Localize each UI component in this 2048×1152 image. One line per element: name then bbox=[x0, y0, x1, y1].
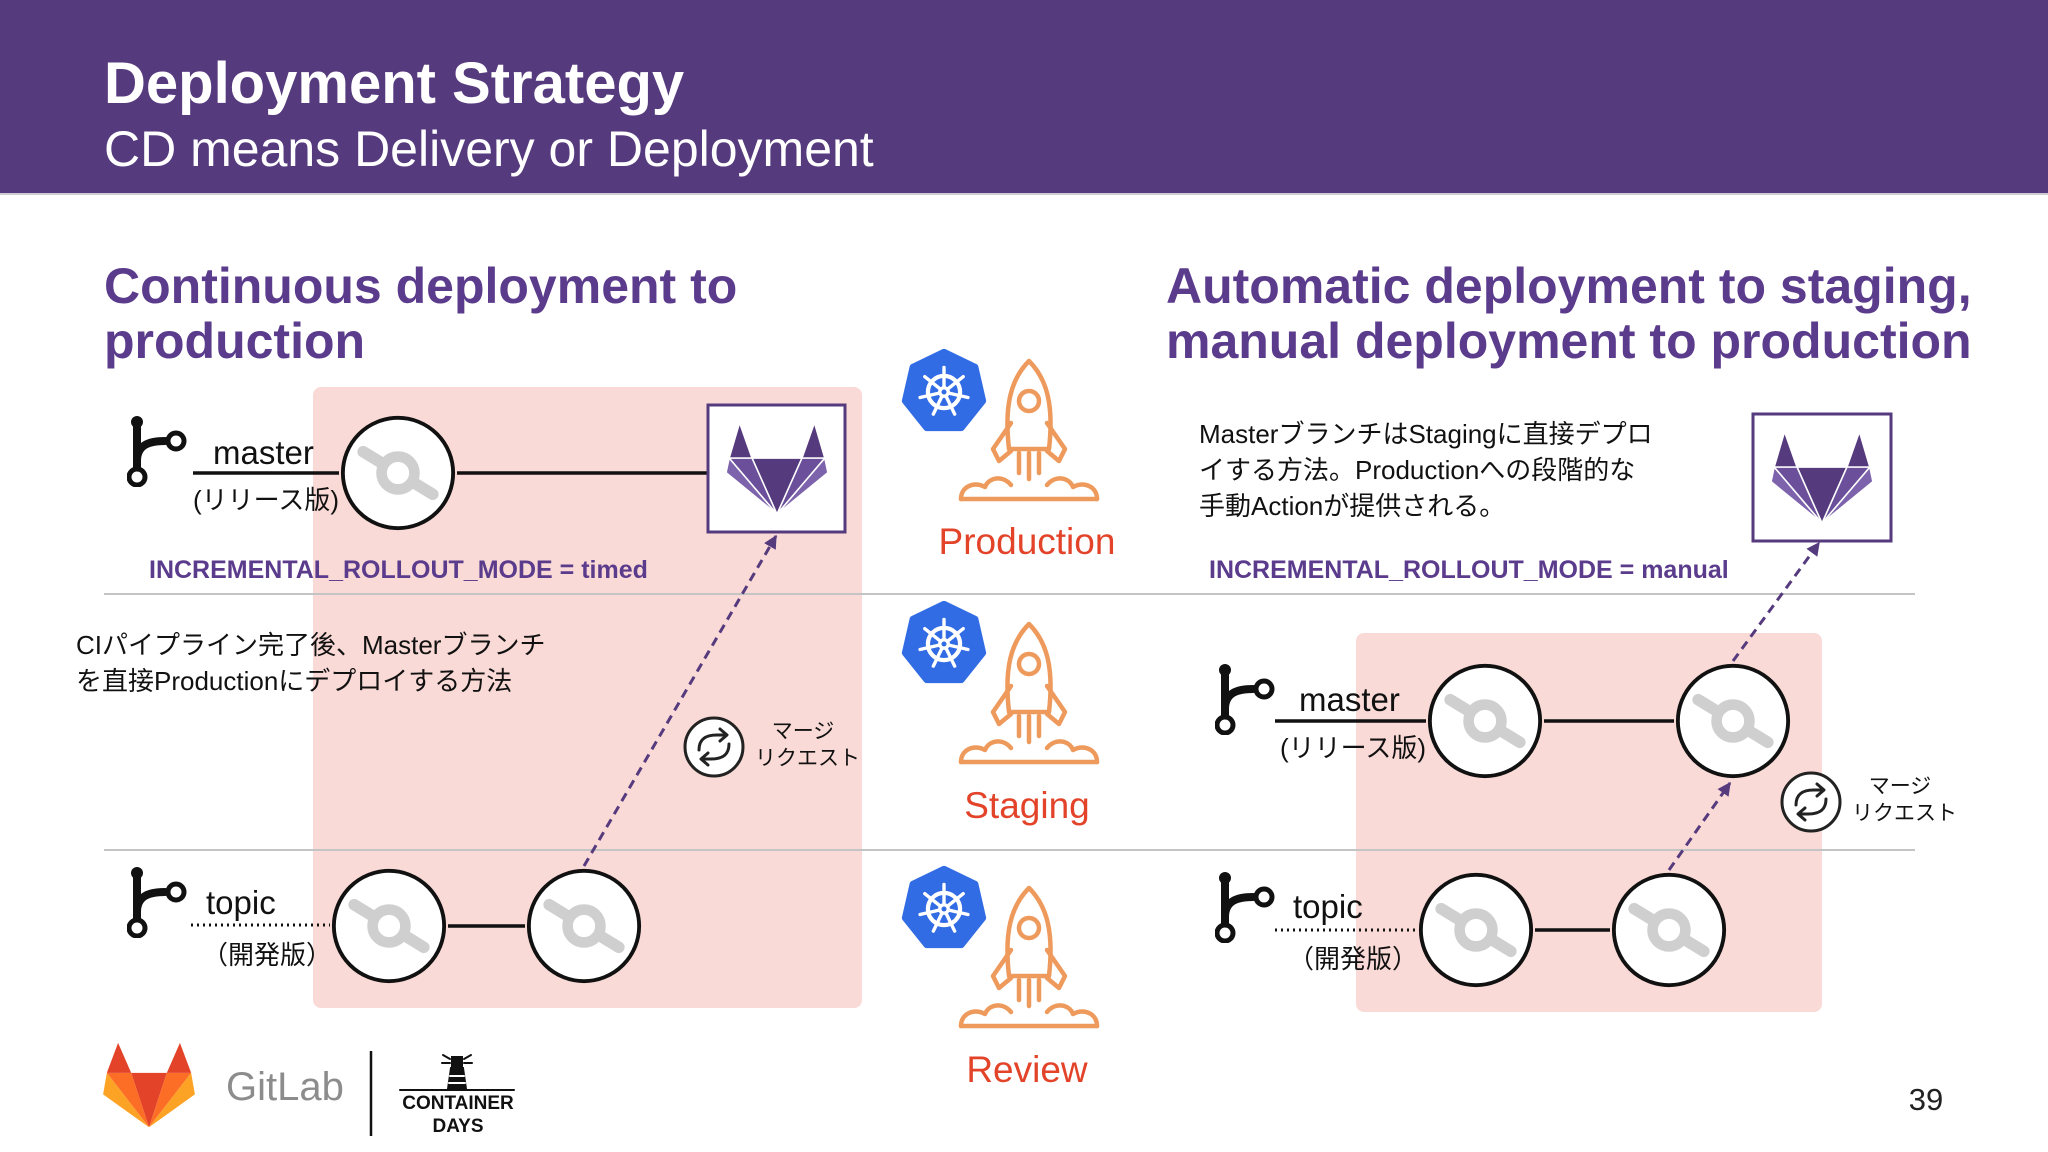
left-heading-line: Continuous deployment to bbox=[104, 258, 738, 314]
environment-label-review: Review bbox=[966, 1049, 1088, 1090]
kubernetes-icon bbox=[905, 604, 983, 680]
merge-request-label-line: リクエスト bbox=[755, 747, 860, 770]
git-branch-icon bbox=[129, 867, 184, 936]
commit-icon bbox=[343, 418, 453, 528]
right-merge-arrow bbox=[1667, 781, 1732, 871]
right-description-line: MasterブランチはStagingに直接デプロ bbox=[1199, 419, 1653, 449]
kubernetes-icon bbox=[905, 352, 983, 428]
left-heading-line: production bbox=[104, 313, 366, 369]
right-manual-deploy-arrow bbox=[1731, 541, 1821, 662]
left-master-sublabel: (リリース版) bbox=[193, 485, 340, 515]
lighthouse-icon bbox=[399, 1054, 515, 1091]
slide-title: Deployment Strategy bbox=[104, 51, 685, 116]
right-merge-request-label: マージ リクエスト bbox=[1852, 773, 1957, 827]
gitlab-fox-logo bbox=[103, 1042, 195, 1128]
right-topic-label: topic bbox=[1293, 888, 1363, 925]
right-description-line: 手動Actionが提供される。 bbox=[1199, 491, 1506, 521]
page-number: 39 bbox=[1908, 1082, 1944, 1117]
right-master-sublabel: (リリース版) bbox=[1280, 733, 1427, 763]
commit-icon bbox=[529, 871, 639, 981]
right-heading-line: Automatic deployment to staging, bbox=[1166, 258, 1972, 314]
left-topic-label: topic bbox=[206, 884, 276, 921]
git-branch-icon bbox=[1217, 664, 1272, 733]
right-rollout-mode: INCREMENTAL_ROLLOUT_MODE = manual bbox=[1209, 556, 1729, 584]
right-master-label: master bbox=[1299, 681, 1400, 718]
merge-request-label-line: マージ bbox=[1868, 775, 1932, 798]
slide-header bbox=[0, 0, 2048, 193]
commit-icon bbox=[1614, 875, 1724, 985]
left-description-line: CIパイプライン完了後、Masterブランチ bbox=[76, 630, 546, 660]
merge-request-icon bbox=[683, 716, 745, 778]
commit-icon bbox=[1430, 666, 1540, 776]
merge-request-icon bbox=[1780, 771, 1842, 833]
left-highlight-box bbox=[313, 387, 862, 1008]
environment-label-staging: Staging bbox=[964, 785, 1090, 826]
commit-icon bbox=[1421, 875, 1531, 985]
right-description: MasterブランチはStagingに直接デプロ イする方法。Productio… bbox=[1199, 416, 1653, 524]
left-topic-sublabel: （開発版） bbox=[202, 940, 333, 970]
merge-request-label-line: リクエスト bbox=[1852, 802, 1957, 825]
right-topic-sublabel: （開発版） bbox=[1288, 944, 1419, 974]
right-heading: Automatic deployment to staging, manual … bbox=[1166, 259, 1972, 369]
event-logo-text: CONTAINER DAYS bbox=[396, 1092, 520, 1138]
footer-brand-name: GitLab bbox=[226, 1065, 344, 1109]
left-merge-request-label: マージ リクエスト bbox=[755, 718, 860, 772]
event-logo-line: DAYS bbox=[432, 1116, 484, 1137]
commit-icon bbox=[334, 871, 444, 981]
left-rollout-mode: INCREMENTAL_ROLLOUT_MODE = timed bbox=[149, 556, 648, 584]
event-logo-line: CONTAINER bbox=[402, 1093, 514, 1114]
right-description-line: イする方法。Productionへの段階的な bbox=[1199, 455, 1636, 485]
left-merge-arrow bbox=[582, 534, 778, 867]
git-branch-icon bbox=[1217, 872, 1272, 941]
slide-subtitle: CD means Delivery or Deployment bbox=[104, 121, 874, 177]
environment-label-production: Production bbox=[938, 521, 1116, 562]
left-master-label: master bbox=[213, 434, 314, 471]
commit-icon bbox=[1678, 666, 1788, 776]
git-branch-icon bbox=[129, 416, 184, 485]
merge-request-label-line: マージ bbox=[771, 720, 835, 743]
left-heading: Continuous deployment to production bbox=[104, 259, 737, 369]
right-heading-line: manual deployment to production bbox=[1166, 313, 1972, 369]
kubernetes-icon bbox=[905, 869, 983, 945]
left-description-line: を直接Productionにデプロイする方法 bbox=[76, 666, 513, 696]
left-description: CIパイプライン完了後、Masterブランチ を直接Productionにデプロ… bbox=[76, 627, 545, 699]
